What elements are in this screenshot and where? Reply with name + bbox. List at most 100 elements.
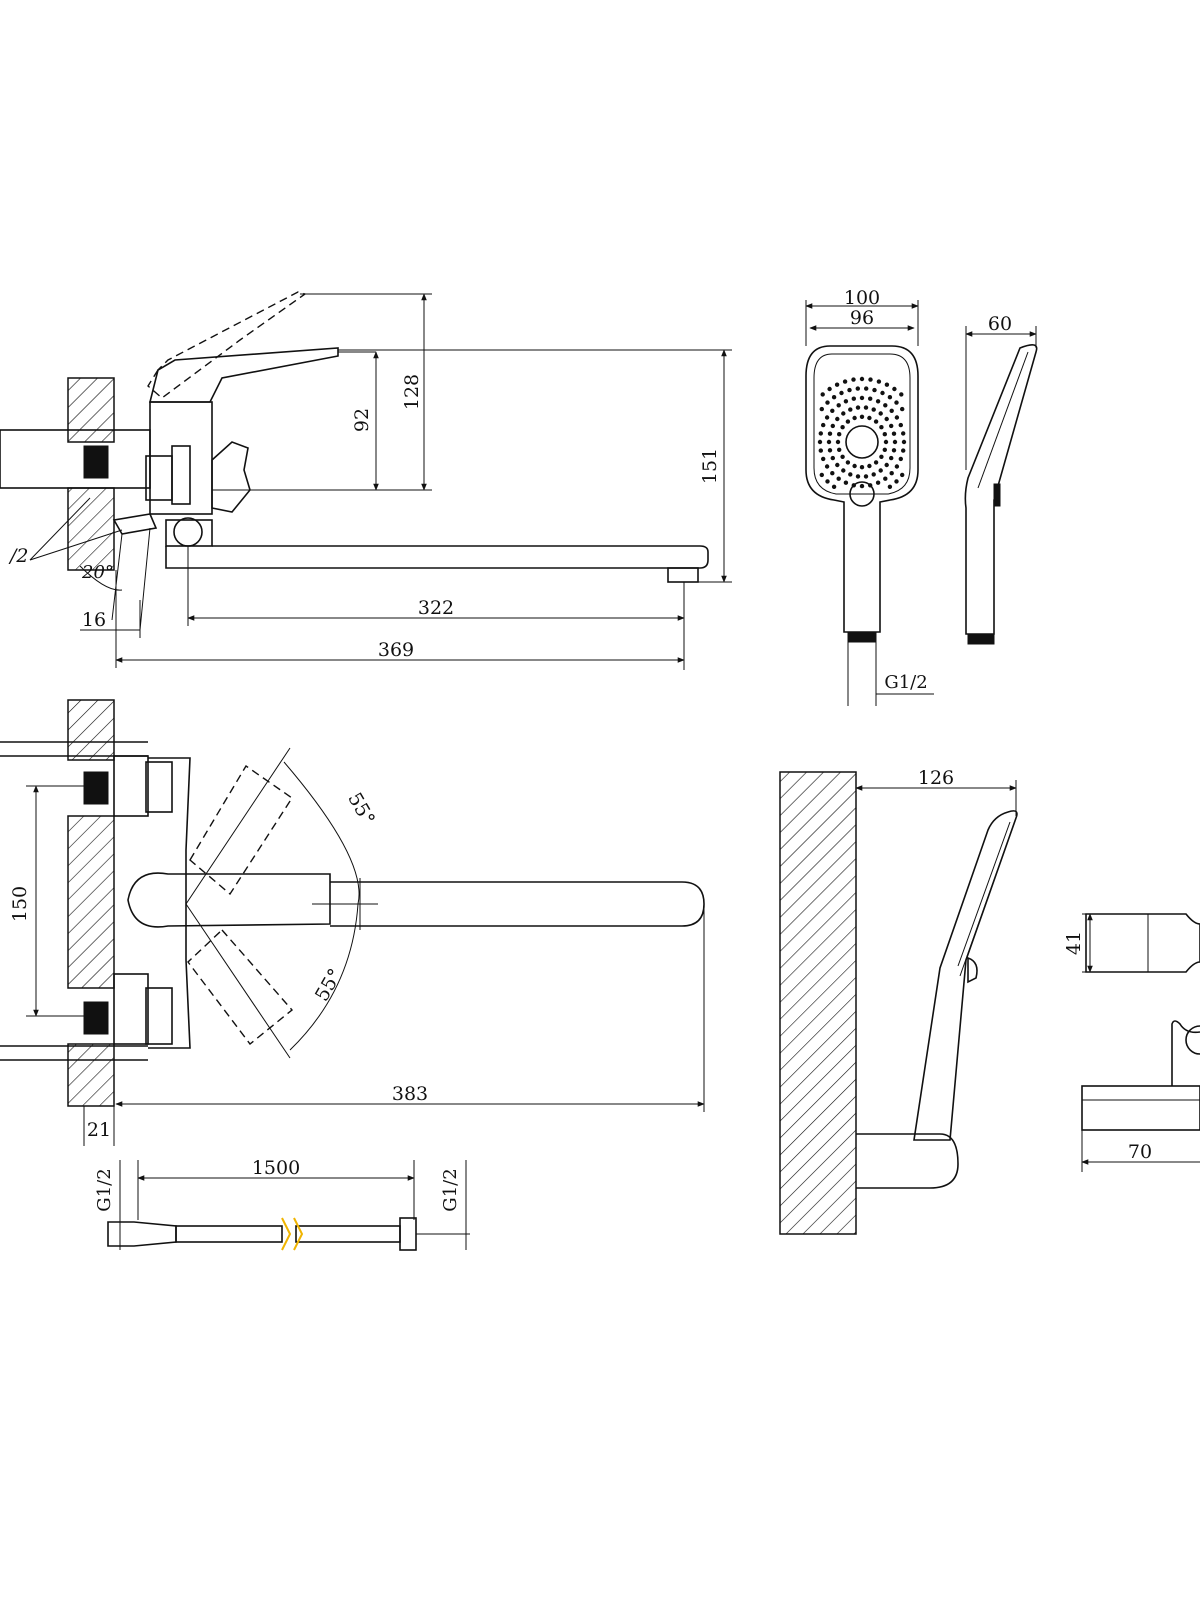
spray-nozzle [882,447,887,452]
lever-handle [148,347,339,403]
side-thread-connector [967,633,995,645]
spray-nozzle [851,396,856,401]
spray-nozzle [894,415,900,420]
spray-nozzle [819,472,824,478]
dim-angle: 20° [81,562,114,583]
spray-nozzle [820,392,825,397]
holder-detail: 41 70 [1063,913,1200,1172]
spray-nozzle [899,392,904,397]
spray-nozzle [883,403,888,408]
spray-nozzle [852,463,857,469]
dim-handle-height-raised: 128 [401,374,423,410]
spray-nozzle [900,472,905,478]
spray-nozzle [889,408,894,413]
spray-nozzle [864,386,869,391]
spray-nozzle [901,431,906,436]
top-handle-rotated-down [187,928,294,1045]
dim-eccentric-offset: 16 [82,609,106,631]
hose-braid-right [295,1225,401,1243]
holder-front-view [1171,1020,1200,1086]
top-lever-handle [127,872,331,928]
spray-nozzle [840,425,845,430]
spray-nozzle [898,422,903,428]
dim-shower-depth: 60 [988,313,1012,335]
spout-collar [165,519,213,547]
spray-nozzle [826,439,832,445]
spray-nozzle [880,390,885,396]
hose-view: 1500 G1/2 G1/2 [94,1157,470,1251]
shower-side-outline [964,344,1038,635]
spray-nozzle [852,415,857,421]
dim-spout-length: 383 [392,1083,428,1105]
spray-nozzle [883,476,888,481]
wall-holder [856,1133,959,1189]
side-thread-label: /2 [8,545,29,567]
spray-nozzle [830,408,835,413]
side-view: 128 92 151 322 369 16 20° /2 [0,291,732,670]
spray-nozzle [889,423,894,429]
top-wall-lower [67,1043,115,1107]
mounted-shower-body [913,810,1018,1141]
spray-nozzle [901,448,906,453]
spray-nozzle [879,425,884,430]
spray-nozzle [840,454,845,459]
spray-nozzle [835,416,840,422]
dim-hose-length: 1500 [252,1157,300,1179]
spray-nozzle [843,399,849,404]
spray-nozzle [827,431,833,436]
spray-nozzle [873,419,879,424]
spray-nozzle [882,432,887,437]
spray-nozzle [841,468,846,473]
spray-nozzle [835,462,840,468]
spray-nozzle [855,474,861,479]
spray-nozzle [824,415,830,420]
spray-nozzle [867,415,872,421]
spray-nozzle [830,423,835,429]
holder-top-view [1085,913,1200,973]
mode-button [849,481,875,507]
mount-wall [779,771,857,1235]
spray-nozzle [855,405,861,410]
dim-shower-outer-width: 100 [844,287,880,309]
spray-nozzle [824,464,830,469]
dim-shower-face-width: 96 [850,307,874,329]
spray-nozzle-pattern [817,376,907,489]
spray-nozzle [878,411,883,416]
holder-base [1081,1085,1200,1131]
spray-nozzle [876,379,882,384]
spray-nozzle [847,387,852,393]
top-mixer-body [148,757,191,1049]
spray-nozzle [868,377,873,382]
spray-nozzle [879,454,884,459]
spray-nozzle [839,390,844,396]
spray-nozzle [900,406,905,412]
angle-up-label: 55° [343,789,379,829]
spray-nozzle [894,464,900,469]
spray-nozzle [837,432,842,437]
spray-nozzle [892,439,898,445]
spray-nozzle [831,484,837,489]
spray-nozzle [842,379,848,384]
hose-braid-left [175,1225,283,1243]
hose-thread-left: G1/2 [94,1168,115,1211]
top-spout [330,881,705,927]
spray-nozzle [819,406,824,412]
top-inlet-nut-lower [83,1001,109,1035]
spray-nozzle [848,407,853,412]
spray-nozzle [878,468,883,473]
dim-handle-height: 92 [351,408,373,432]
hose-hex-nut [399,1217,417,1251]
dim-center-distance: 150 [9,886,31,922]
hose-cone-end [107,1221,177,1247]
spray-nozzle [845,419,851,424]
shower-thread-label: G1/2 [884,672,927,693]
spray-nozzle [867,463,872,469]
spray-nozzle [851,377,856,382]
spray-nozzle [831,395,837,400]
dim-total-reach: 369 [378,639,414,661]
spray-nozzle [868,396,873,401]
inlet-nut [83,445,109,479]
top-nut-upper [145,761,173,813]
spray-nozzle [859,483,865,489]
shower-thread-connector [847,631,877,643]
